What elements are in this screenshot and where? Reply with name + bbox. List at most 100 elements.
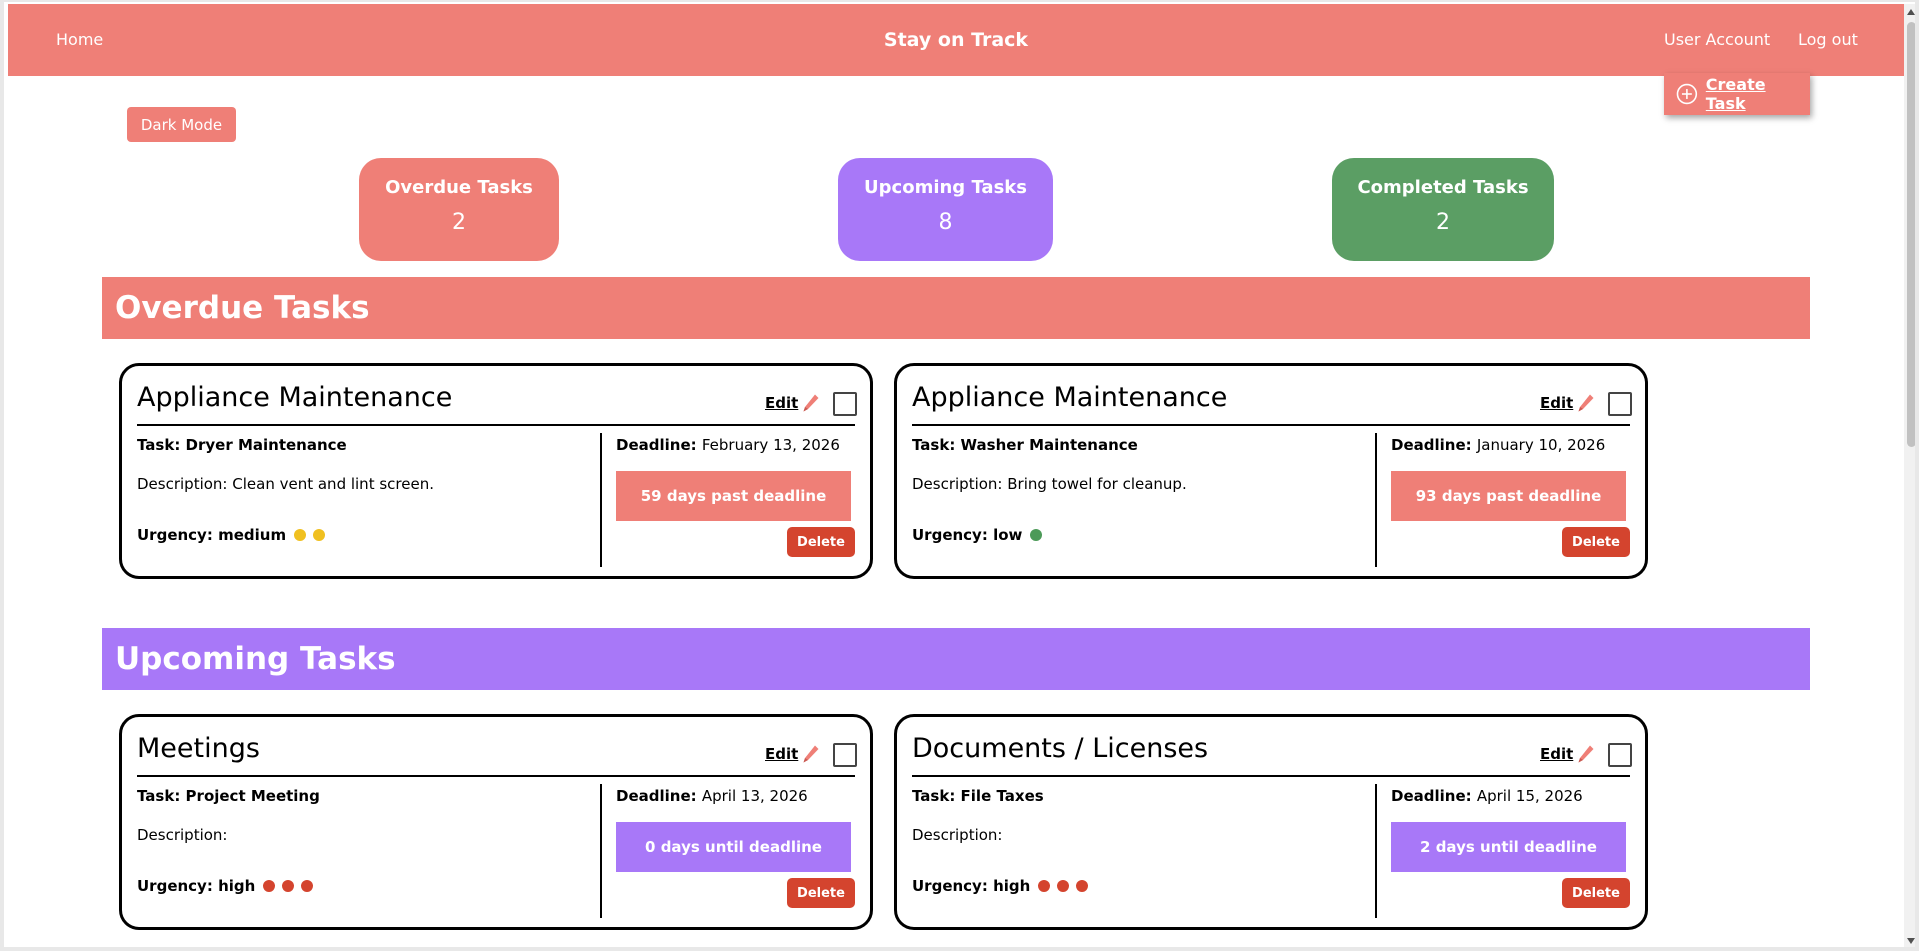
- edit-task-link[interactable]: Edit: [1540, 393, 1595, 413]
- task-deadline: Deadline: February 13, 2026: [616, 436, 840, 454]
- complete-task-checkbox[interactable]: [1608, 392, 1632, 416]
- task-label: Task:: [137, 436, 186, 454]
- edit-label: Edit: [1540, 394, 1574, 412]
- deadline-label: Deadline:: [616, 787, 702, 805]
- urgency-label: Urgency:: [137, 526, 213, 544]
- deadline-status-badge: 0 days until deadline: [616, 822, 851, 872]
- delete-task-button[interactable]: Delete: [787, 878, 855, 908]
- task-label: Task:: [912, 436, 961, 454]
- urgency-dots: [263, 880, 314, 892]
- scroll-down-arrow-icon[interactable]: [1907, 938, 1915, 944]
- description-value: Clean vent and lint screen.: [232, 475, 434, 493]
- description-label: Description:: [912, 826, 1003, 844]
- summary-overdue[interactable]: Overdue Tasks 2: [359, 158, 559, 261]
- delete-task-button[interactable]: Delete: [1562, 878, 1630, 908]
- deadline-label: Deadline:: [616, 436, 702, 454]
- card-category: Appliance Maintenance: [912, 382, 1228, 413]
- pencil-icon: [803, 745, 819, 763]
- task-card-peek: [119, 947, 873, 951]
- description-label: Description:: [137, 475, 233, 493]
- section-header-upcoming: Upcoming Tasks: [102, 628, 1810, 690]
- delete-task-button[interactable]: Delete: [1562, 527, 1630, 557]
- deadline-status-badge: 59 days past deadline: [616, 471, 851, 521]
- plus-circle-icon: [1676, 83, 1698, 105]
- deadline-label: Deadline:: [1391, 436, 1477, 454]
- app-title-wrap: Stay on Track: [8, 4, 1904, 76]
- pencil-icon: [803, 394, 819, 412]
- urgency-dot: [294, 529, 307, 541]
- urgency-label: Urgency:: [912, 877, 988, 895]
- task-value: Dryer Maintenance: [185, 436, 347, 454]
- urgency-dots: [294, 529, 326, 541]
- complete-task-checkbox[interactable]: [833, 743, 857, 767]
- card-divider: [137, 424, 855, 426]
- delete-task-button[interactable]: Delete: [787, 527, 855, 557]
- nav-user-account-link[interactable]: User Account: [1664, 30, 1771, 49]
- task-description: Description: Clean vent and lint screen.: [137, 475, 434, 493]
- task-name: Task: Dryer Maintenance: [137, 436, 347, 454]
- card-divider: [137, 775, 855, 777]
- urgency-dot: [313, 529, 326, 541]
- task-value: Washer Maintenance: [960, 436, 1138, 454]
- section-header-overdue: Overdue Tasks: [102, 277, 1810, 339]
- description-label: Description:: [137, 826, 228, 844]
- card-vertical-divider: [600, 784, 602, 918]
- nav-home-link[interactable]: Home: [56, 30, 104, 49]
- edit-task-link[interactable]: Edit: [1540, 744, 1595, 764]
- complete-task-checkbox[interactable]: [833, 392, 857, 416]
- summary-completed-label: Completed Tasks: [1357, 177, 1529, 198]
- deadline-status-badge: 93 days past deadline: [1391, 471, 1626, 521]
- pencil-icon: [1578, 394, 1594, 412]
- task-deadline: Deadline: January 10, 2026: [1391, 436, 1605, 454]
- urgency-dot: [1076, 880, 1089, 892]
- description-label: Description:: [912, 475, 1008, 493]
- urgency-label: Urgency:: [137, 877, 213, 895]
- task-name: Task: File Taxes: [912, 787, 1044, 805]
- summary-upcoming-count: 8: [938, 210, 953, 235]
- task-description: Description: Bring towel for cleanup.: [912, 475, 1187, 493]
- urgency-dot: [1030, 529, 1043, 541]
- summary-completed-count: 2: [1436, 210, 1450, 235]
- page-scrollbar[interactable]: [1904, 4, 1915, 947]
- urgency-dots: [1038, 880, 1089, 892]
- task-label: Task:: [137, 787, 186, 805]
- create-task-button[interactable]: Create Task: [1664, 73, 1810, 115]
- summary-overdue-label: Overdue Tasks: [385, 177, 533, 198]
- nav-logout-link[interactable]: Log out: [1798, 30, 1858, 49]
- deadline-value: January 10, 2026: [1476, 436, 1606, 454]
- urgency-value: high: [993, 877, 1031, 895]
- create-task-label: Create Task: [1705, 75, 1766, 113]
- card-vertical-divider: [1375, 433, 1377, 567]
- task-card-peek: [894, 947, 1648, 951]
- task-label: Task:: [912, 787, 961, 805]
- summary-overdue-count: 2: [452, 210, 466, 235]
- deadline-value: February 13, 2026: [701, 436, 840, 454]
- task-name: Task: Washer Maintenance: [912, 436, 1138, 454]
- task-value: File Taxes: [960, 787, 1044, 805]
- edit-task-link[interactable]: Edit: [765, 393, 820, 413]
- task-description: Description:: [912, 826, 1002, 844]
- task-urgency: Urgency: high: [912, 877, 1089, 895]
- task-urgency: Urgency: high: [137, 877, 314, 895]
- card-category: Appliance Maintenance: [137, 382, 453, 413]
- urgency-value: high: [218, 877, 256, 895]
- edit-label: Edit: [765, 745, 799, 763]
- app-title[interactable]: Stay on Track: [883, 29, 1029, 51]
- scrollbar-thumb[interactable]: [1907, 22, 1915, 447]
- summary-completed[interactable]: Completed Tasks 2: [1332, 158, 1554, 261]
- edit-task-link[interactable]: Edit: [765, 744, 820, 764]
- scroll-up-arrow-icon[interactable]: [1907, 9, 1915, 15]
- urgency-dot: [263, 880, 276, 892]
- dark-mode-button[interactable]: Dark Mode: [127, 107, 236, 142]
- complete-task-checkbox[interactable]: [1608, 743, 1632, 767]
- summary-upcoming[interactable]: Upcoming Tasks 8: [838, 158, 1053, 261]
- edit-label: Edit: [765, 394, 799, 412]
- task-description: Description:: [137, 826, 227, 844]
- urgency-dot: [301, 880, 314, 892]
- task-urgency: Urgency: low: [912, 526, 1043, 544]
- summary-upcoming-label: Upcoming Tasks: [864, 177, 1027, 198]
- card-category: Meetings: [137, 733, 260, 764]
